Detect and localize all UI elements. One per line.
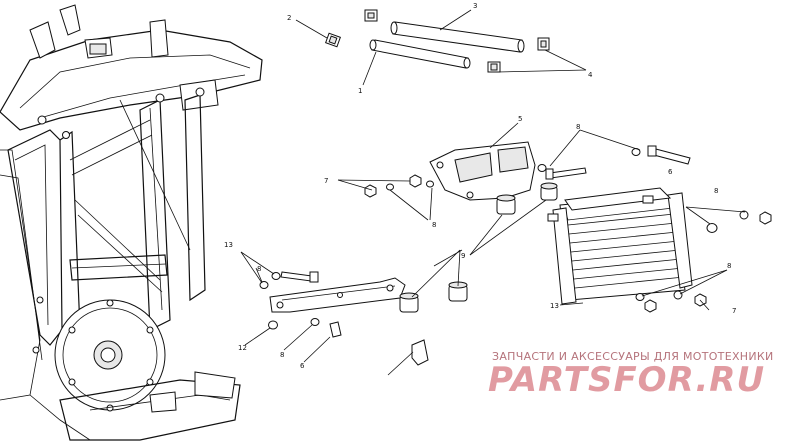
- callout-labels: 2 3 1 4 5 8 6 7 8 9 8 8 7 13 13 8 12 8 6: [224, 2, 736, 370]
- callout-6-right: 6: [668, 168, 673, 176]
- frame-assembly: [0, 4, 263, 441]
- callout-1: 1: [358, 87, 362, 95]
- rubber-mount-9a: [496, 194, 516, 215]
- callout-13-cooler: 13: [550, 302, 559, 310]
- callout-8-lower: 8: [727, 262, 731, 270]
- mounting-bracket-12: [269, 277, 406, 313]
- rubber-mount-9c: [399, 292, 419, 313]
- hose-clamp-4a: [487, 61, 501, 73]
- callout-7-left: 7: [324, 177, 328, 185]
- callout-8-lowerleft: 8: [257, 265, 261, 273]
- hose-clamp-2: [325, 32, 341, 48]
- callout-13-left: 13: [224, 241, 233, 249]
- watermark-tagline: ЗАПЧАСТИ И АКСЕССУАРЫ ДЛЯ МОТОТЕХНИКИ: [492, 350, 774, 363]
- leader-lines: [240, 9, 746, 376]
- fasteners: [259, 145, 772, 366]
- callout-7-right: 7: [732, 307, 736, 315]
- mounting-bracket-5: [429, 141, 536, 201]
- oil-hose-1: [369, 39, 471, 69]
- callout-8-top: 8: [576, 123, 580, 131]
- hose-clamp-top: [364, 9, 378, 22]
- callout-9: 9: [461, 252, 465, 260]
- hose-clamp-4b: [537, 37, 550, 51]
- rubber-mount-9b: [540, 182, 558, 201]
- callout-6-bottom: 6: [300, 362, 305, 370]
- callout-2: 2: [287, 14, 291, 22]
- callout-8-left: 8: [432, 221, 436, 229]
- callout-8-right: 8: [714, 187, 718, 195]
- callout-4: 4: [588, 71, 593, 79]
- callout-3: 3: [473, 2, 477, 10]
- callout-12: 12: [238, 344, 247, 352]
- oil-cooler-13: [547, 187, 693, 305]
- callout-8-bottom: 8: [280, 351, 284, 359]
- oil-hose-3: [390, 21, 525, 53]
- watermark-logo: PARTSFOR.RU: [488, 360, 766, 400]
- callout-5: 5: [518, 115, 522, 123]
